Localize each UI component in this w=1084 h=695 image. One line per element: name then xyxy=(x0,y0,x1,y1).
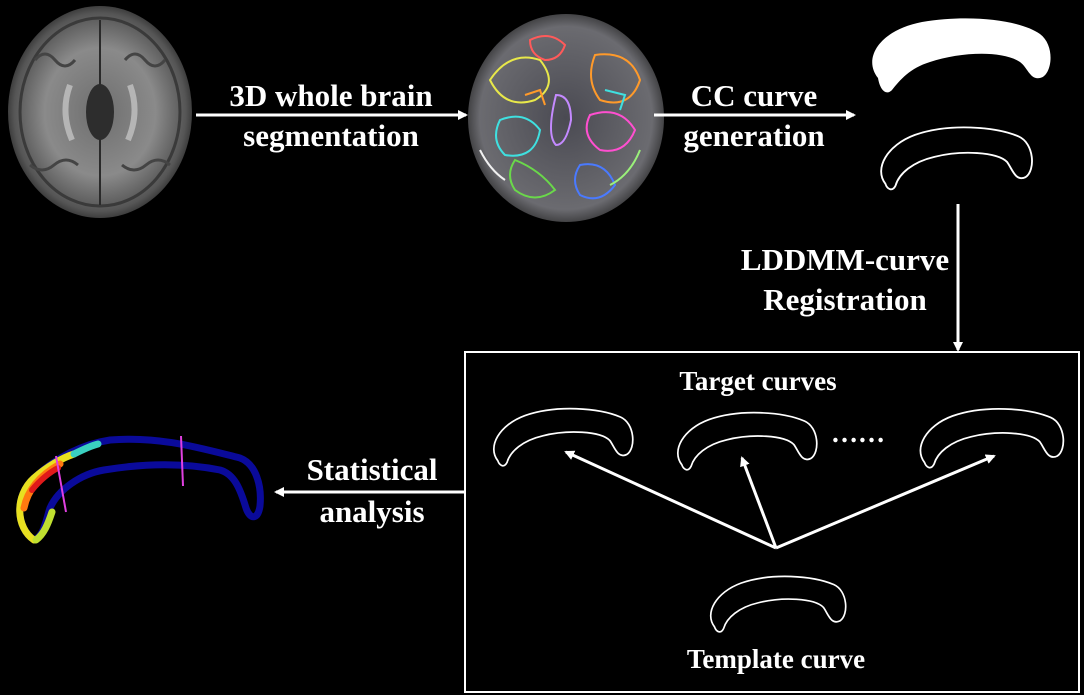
segmented-brain-image xyxy=(468,14,664,222)
curve-generation-label-line1: CC curve xyxy=(691,78,818,113)
statistical-result-curve xyxy=(16,435,264,544)
registration-panel: Target curves …… Template curve xyxy=(464,351,1080,693)
curve-generation-label-line2: generation xyxy=(683,118,824,153)
segmentation-label-line2: segmentation xyxy=(243,118,419,153)
arrow-template-to-target-3 xyxy=(775,454,996,550)
mri-brain-image xyxy=(8,6,192,218)
statistics-label-line1: Statistical xyxy=(307,452,438,487)
registration-label-line2: Registration xyxy=(763,282,927,317)
arrow-template-to-target-1 xyxy=(564,450,777,550)
significance-marker-1 xyxy=(55,455,67,513)
arrow-template-to-target-2 xyxy=(740,456,778,549)
target-curves-title: Target curves xyxy=(679,366,836,396)
segmentation-label-line1: 3D whole brain xyxy=(229,78,432,113)
significance-marker-2 xyxy=(180,435,184,487)
registration-label-line1: LDDMM-curve xyxy=(741,242,949,277)
cc-mask-image xyxy=(872,18,1051,93)
template-curve-title: Template curve xyxy=(687,644,865,674)
ellipsis: …… xyxy=(831,418,885,448)
statistics-label-line2: analysis xyxy=(319,494,424,529)
cc-curve-image xyxy=(880,126,1034,191)
